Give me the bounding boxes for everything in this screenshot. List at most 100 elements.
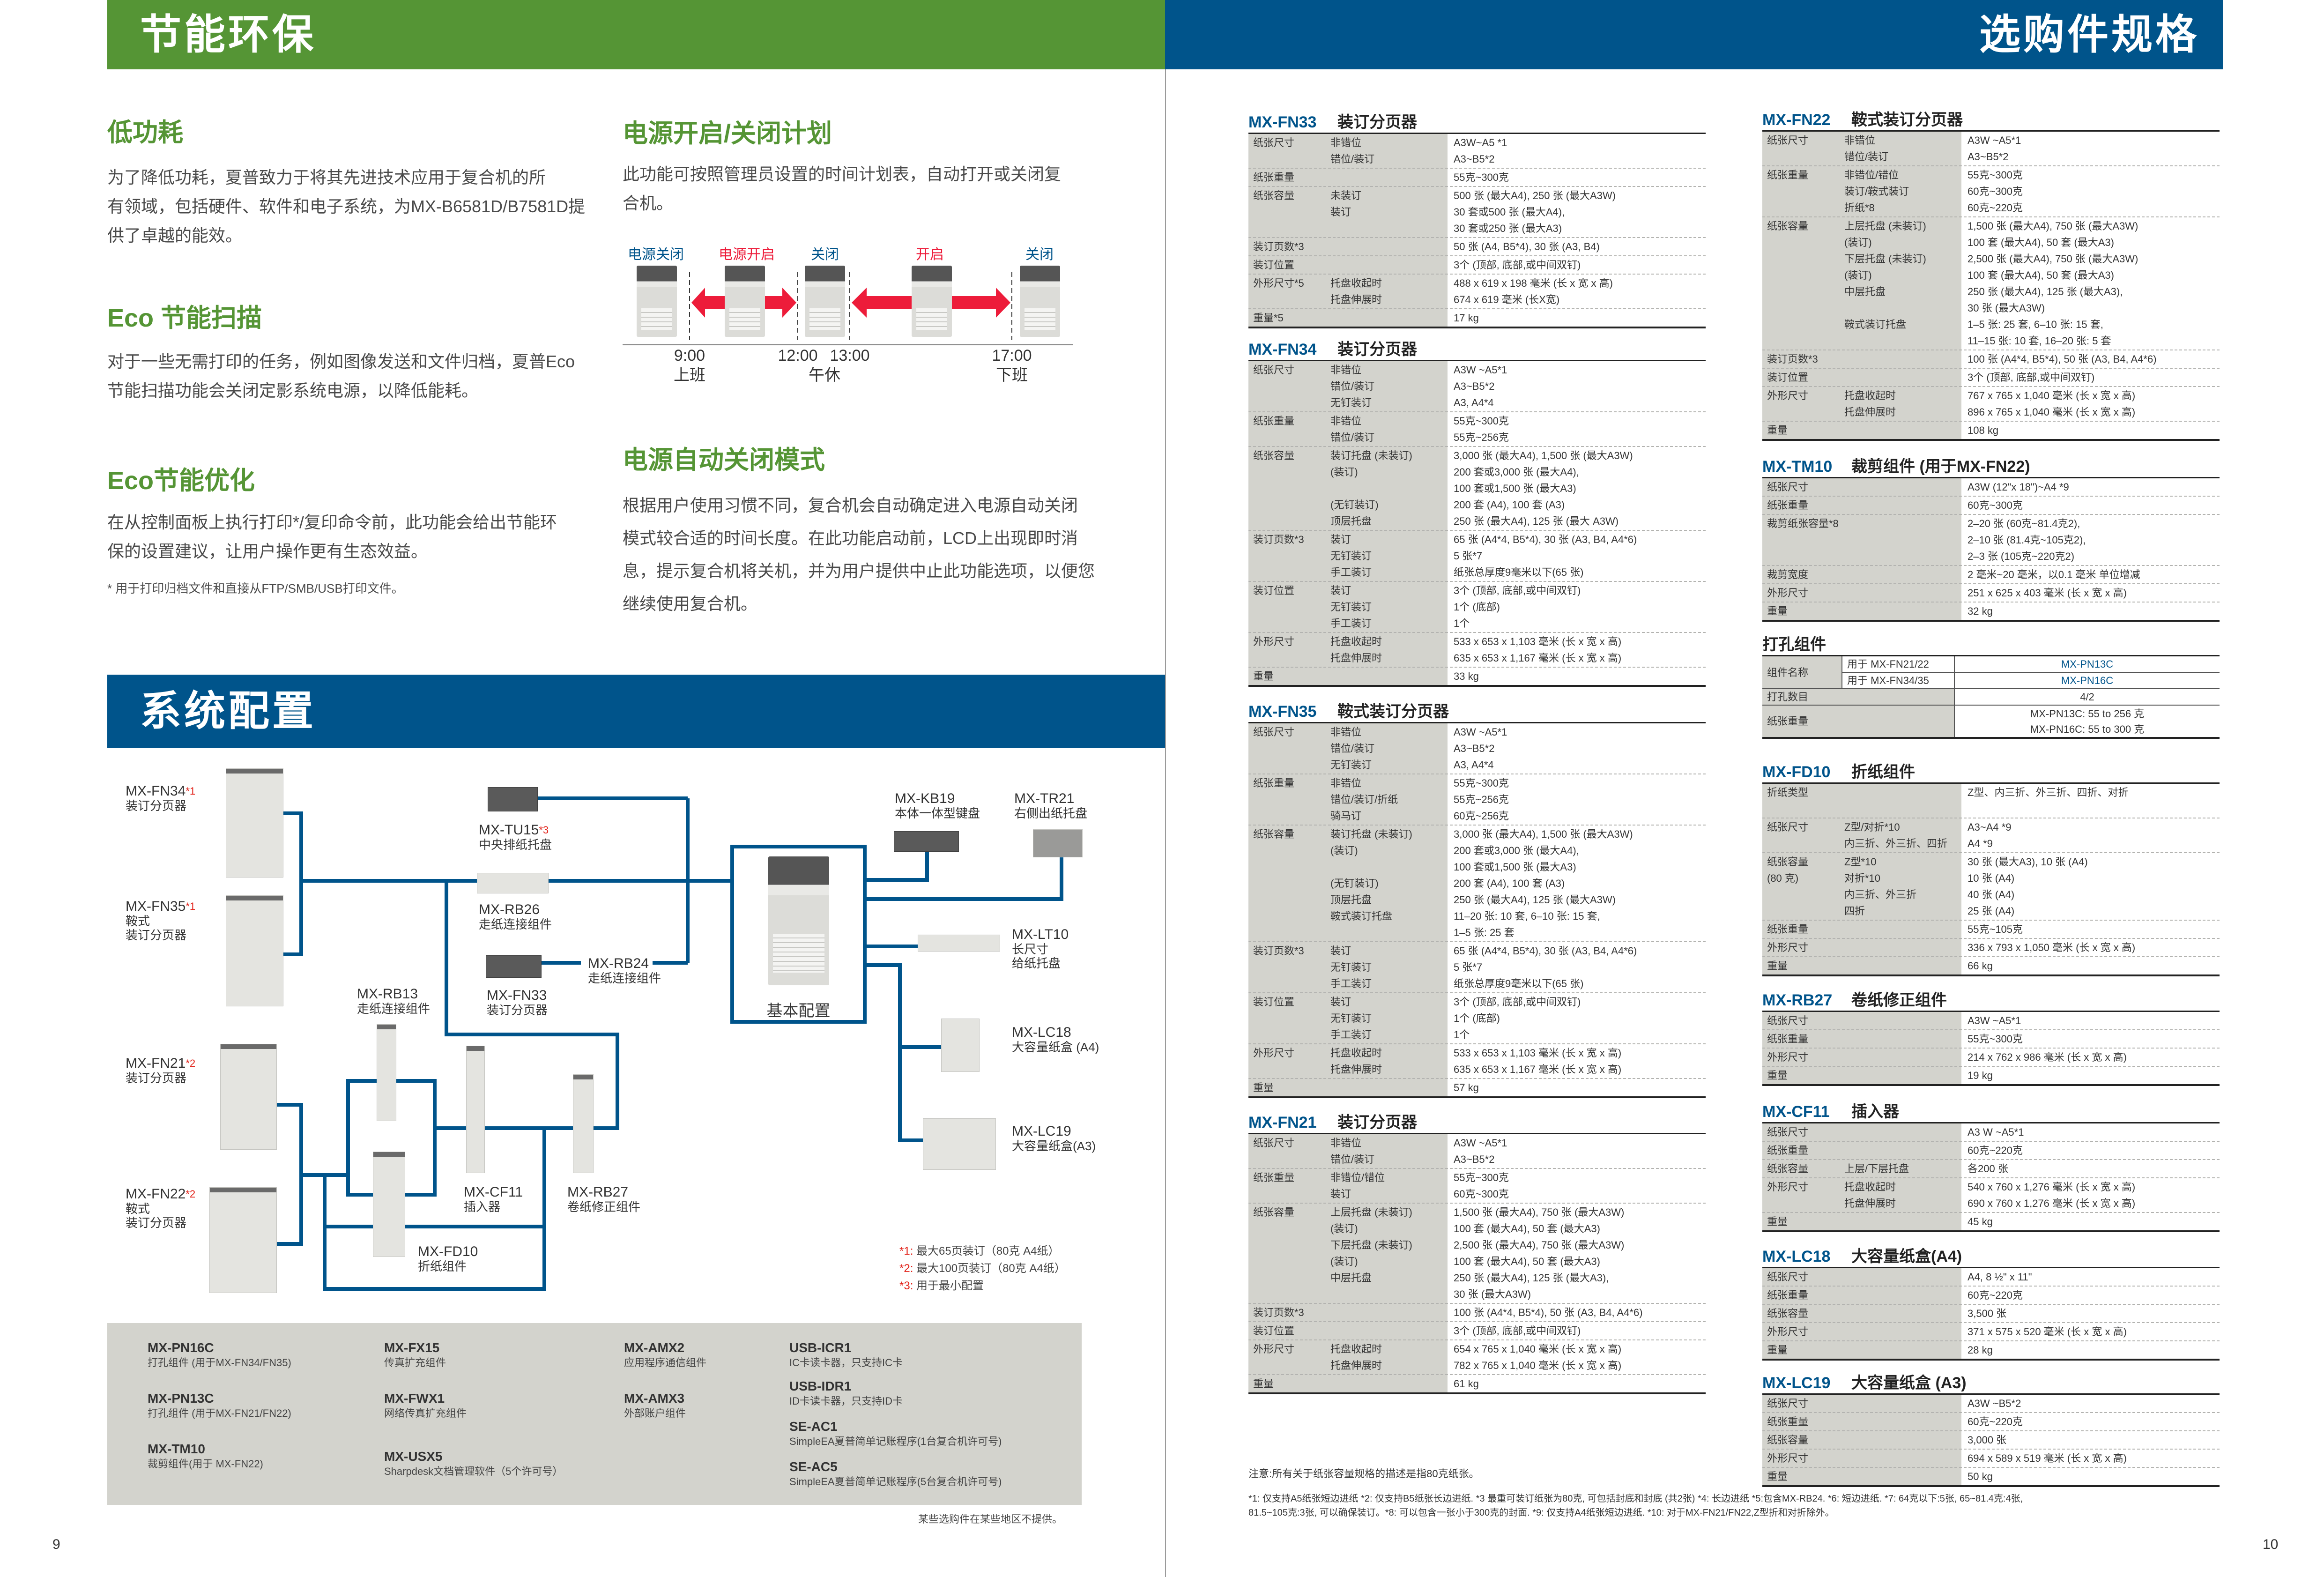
spec-line: 2–20 张 (60克~81.4克2), (1762, 515, 2220, 532)
row-label: 外形尺寸 (1767, 1181, 1809, 1193)
sub-label: 托盘伸展时 (1330, 652, 1382, 664)
sub-label: 中层托盘 (1330, 1272, 1372, 1284)
spec-line: A3W ~B5*2 (1762, 1395, 2220, 1412)
note-mark: *3 (539, 824, 549, 836)
spec-name: 卷纸修正组件 (1851, 991, 1947, 1009)
spec-value: 108 kg (1968, 424, 1999, 436)
spec-line: 694 x 589 x 519 毫米 (长 x 宽 x 高) (1762, 1450, 2220, 1466)
spec-line: (无钉装订)200 套 (A4), 100 套 (A3) (1248, 497, 1706, 513)
sub-label: 托盘伸展时 (1330, 1360, 1382, 1371)
row-label: 折纸类型 (1767, 787, 1809, 798)
spec-model: MX-FD10 (1762, 763, 1831, 781)
folding-fd10-image (373, 1152, 405, 1257)
option-model: SE-AC1 (789, 1419, 838, 1434)
option-desc: IC卡读卡器，只支持IC卡 (789, 1357, 903, 1369)
sub-label: 顶层托盘 (1330, 894, 1372, 906)
model: MX-FN21 (126, 1056, 186, 1071)
lcc-lc18-image (941, 1019, 980, 1072)
time-label: 12:00 (778, 346, 817, 365)
row-label: 外形尺寸 (1767, 1051, 1809, 1063)
spec-line: 2 毫米~20 毫米，以0.1 毫米 单位增减 (1762, 566, 2220, 583)
spec-line: 手工装订纸张总厚度9毫米以下(65 张) (1248, 975, 1706, 992)
desc: 鞍式 装订分页器 (126, 1202, 187, 1230)
sub-label: 中层托盘 (1844, 286, 1886, 298)
sub-label: 手工装订 (1330, 617, 1372, 629)
tray-lt10-image (918, 935, 1000, 952)
desc: 装订分页器 (126, 799, 187, 813)
sub-label: 非错位 (1844, 134, 1876, 146)
spec-value: 30 套或500 张 (最大A4), (1454, 206, 1565, 218)
spec-line: 57 kg (1248, 1079, 1706, 1096)
spec-line: 3个 (顶部, 底部,或中间双钉) (1248, 257, 1706, 273)
spec-value: 55克~300克 (1454, 1172, 1509, 1183)
spec-value: A3~A4 *9 (1968, 821, 2012, 833)
sub-label (1248, 480, 1454, 497)
sub-label: 未装订 (1330, 190, 1362, 201)
sub-label: 非错位 (1330, 364, 1362, 376)
spec-value: 50 kg (1968, 1471, 1993, 1482)
sub-label: (无钉装订) (1330, 878, 1379, 889)
spec-line: (装订)100 套 (最大A4), 50 套 (最大A3) (1762, 234, 2220, 251)
spec-value: 654 x 765 x 1,040 毫米 (长 x 宽 x 高) (1454, 1343, 1622, 1355)
desc: 右侧出纸托盘 (1014, 806, 1088, 820)
option-model: MX-PN13C (148, 1391, 214, 1406)
sub-label: 非错位 (1330, 777, 1362, 789)
spec-name: 打孔组件 (1762, 636, 1826, 654)
row-label: 纸张容量 (1767, 1308, 1809, 1319)
row-label: 装订页数*3 (1767, 353, 1818, 365)
finisher-fn21-image (220, 1044, 277, 1150)
row-label: 纸张容量 (80 克) (1767, 856, 1809, 884)
row-label: 外形尺寸 (1253, 1343, 1295, 1355)
finisher-fn34-image (226, 768, 283, 878)
sub-label: 非错位 (1330, 137, 1362, 149)
sub-label: 非错位 (1330, 1137, 1362, 1149)
option-model: USB-ICR1 (789, 1340, 852, 1355)
paragraph-low-power: 为了降低功耗，夏普致力于将其先进技术应用于复合机的所 有领域，包括硬件、软件和电… (107, 163, 585, 250)
sub-label: 托盘收起时 (1844, 390, 1896, 402)
spec-line: 30 张 (最大A3W) (1248, 1286, 1706, 1302)
option-model: MX-USX5 (384, 1449, 443, 1464)
spec-line: 3个 (顶部, 底部,或中间双钉) (1762, 369, 2220, 386)
row-label: 纸张尺寸 (1767, 134, 1809, 146)
spec-row: 纸张容量装订托盘 (未装订)3,000 张 (最大A4), 1,500 张 (最… (1248, 447, 1706, 531)
row-label: 纸张重量 (1253, 777, 1295, 789)
spec-value: 896 x 765 x 1,040 毫米 (长 x 宽 x 高) (1968, 406, 2136, 418)
spec-value: 60克~220克 (1968, 1416, 2023, 1428)
sub-label: (装订) (1330, 1223, 1358, 1235)
spec-value: 30 张 (最大A3), 10 张 (A4) (1968, 856, 2088, 868)
spec-line: 336 x 793 x 1,050 毫米 (长 x 宽 x 高) (1762, 939, 2220, 956)
inserter-cf11-image (466, 1046, 485, 1173)
row-label: 纸张重量 (1253, 1172, 1295, 1183)
spec-name: 装订分页器 (1337, 113, 1417, 131)
spec-value: 11–15 张: 10 套, 16–20 张: 5 套 (1968, 335, 2111, 347)
sub-label (1762, 422, 1968, 439)
sub-label: 手工装订 (1330, 566, 1372, 578)
